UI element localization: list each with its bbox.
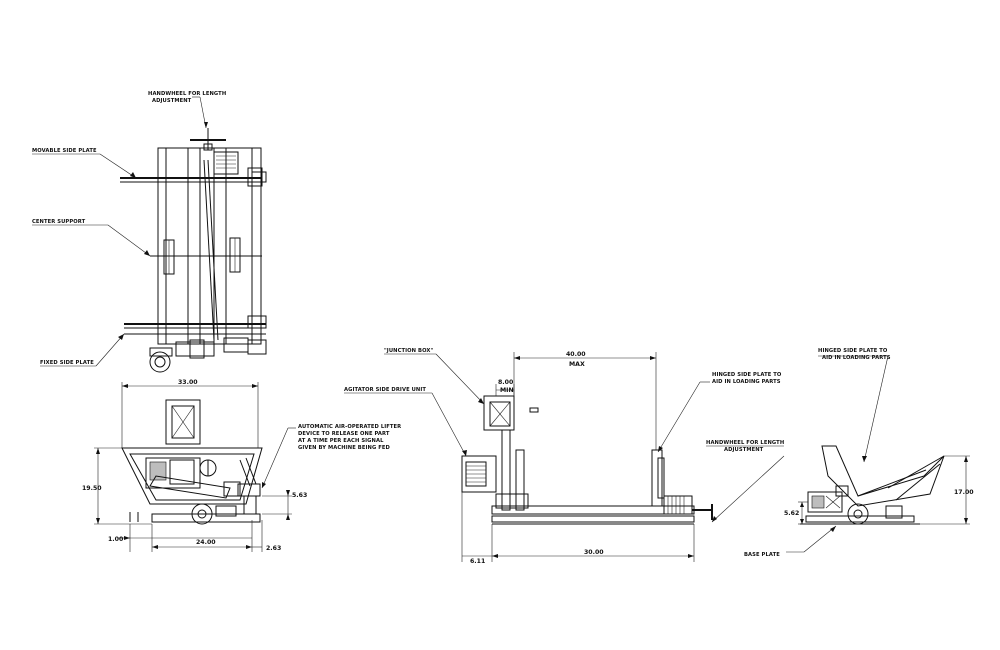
label-handwheel-mid-2: ADJUSTMENT (724, 447, 764, 453)
label-lifter-2: DEVICE TO RELEASE ONE PART (298, 431, 390, 437)
label-center-support: CENTER SUPPORT (32, 219, 86, 225)
label-movable-side-plate: MOVABLE SIDE PLATE (32, 148, 97, 154)
dim-mid-min: 8.00 (498, 379, 514, 386)
dim-right-small: 5.62 (784, 510, 799, 517)
top-view (120, 128, 267, 373)
label-hinged-mid-1: HINGED SIDE PLATE TO (712, 372, 782, 378)
label-handwheel-top-1: HANDWHEEL FOR LENGTH (148, 91, 226, 97)
top-view-labels: HANDWHEEL FOR LENGTH ADJUSTMENT MOVABLE … (32, 91, 226, 366)
dim-mid-max: 40.00 (566, 351, 586, 358)
dim-left-offset: 1.00 (108, 536, 124, 543)
dim-mid-max-label: MAX (569, 361, 585, 368)
label-lifter-1: AUTOMATIC AIR-OPERATED LIFTER (298, 424, 401, 430)
right-end-view: 17.00 5.62 (784, 355, 974, 553)
left-front-dimensions: 33.00 19.50 24.00 1.00 2.63 5.63 (82, 379, 307, 552)
top-view-leaders (32, 96, 208, 367)
dim-left-base: 24.00 (196, 539, 216, 546)
dim-left-width: 33.00 (178, 379, 198, 386)
left-front-labels: AUTOMATIC AIR-OPERATED LIFTER DEVICE TO … (298, 424, 401, 451)
label-fixed-side-plate: FIXED SIDE PLATE (40, 360, 94, 366)
label-lifter-3: AT A TIME PER EACH SIGNAL (298, 438, 384, 444)
label-handwheel-top-2: ADJUSTMENT (152, 98, 192, 104)
middle-side-labels: "JUNCTION BOX" AGITATOR SIDE DRIVE UNIT … (344, 348, 784, 453)
dim-left-right-offset: 2.63 (266, 545, 281, 552)
label-hinged-right-2: AID IN LOADING PARTS (822, 355, 891, 361)
middle-side-dimensions: 40.00 MAX 8.00 MIN 30.00 6.11 (344, 351, 785, 565)
label-hinged-right-1: HINGED SIDE PLATE TO (818, 348, 888, 354)
label-hinged-mid-2: AID IN LOADING PARTS (712, 379, 781, 385)
label-lifter-4: GIVEN BY MACHINE BEING FED (298, 445, 390, 451)
dim-mid-base: 30.00 (584, 549, 604, 556)
dim-mid-min-label: MIN (500, 387, 514, 394)
dim-left-lifter-height: 5.63 (292, 492, 307, 499)
label-agitator-drive: AGITATOR SIDE DRIVE UNIT (344, 387, 426, 393)
dim-right-height: 17.00 (954, 489, 974, 496)
dim-left-height: 19.50 (82, 485, 102, 492)
label-base-plate: BASE PLATE (744, 552, 780, 558)
label-junction-box: "JUNCTION BOX" (384, 348, 433, 354)
right-end-labels: HINGED SIDE PLATE TO AID IN LOADING PART… (744, 348, 891, 558)
dim-mid-offset: 6.11 (470, 558, 485, 565)
label-handwheel-mid-1: HANDWHEEL FOR LENGTH (706, 440, 784, 446)
left-front-view (121, 399, 263, 525)
middle-side-view (461, 395, 713, 525)
